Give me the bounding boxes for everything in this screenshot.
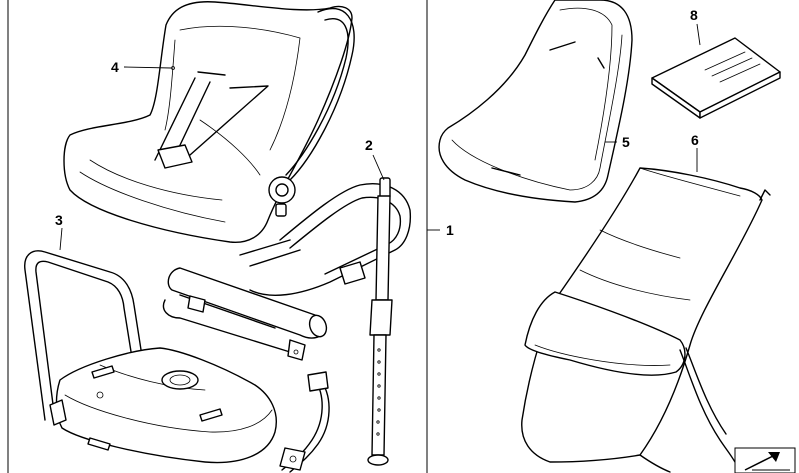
leg-holes [376,348,381,436]
part-2-base-frame [162,183,412,361]
part-8-booklet [651,37,781,119]
leader-2 [372,154,385,181]
leader-3 [59,227,63,251]
callout-6: 6 [691,132,699,148]
part-3-isofix-base [24,250,277,464]
leader-lines [59,23,701,251]
callout-2: 2 [365,137,373,153]
leader-8 [696,23,701,46]
arrow-corner-icon [734,447,796,473]
support-leg [367,177,393,466]
callouts: 1 2 3 4 5 6 8 [55,7,699,238]
callout-5: 5 [622,134,630,150]
part-5-seat-cover [438,0,633,203]
leader-4 [123,66,172,69]
callout-1: 1 [446,222,454,238]
part-4-infant-seat [63,1,355,243]
callout-3: 3 [55,212,63,228]
part-6-footmuff [521,167,771,473]
belt-strap [279,371,330,473]
diagram-frame [7,0,428,473]
callout-4: 4 [111,59,119,75]
callout-8: 8 [690,7,698,23]
